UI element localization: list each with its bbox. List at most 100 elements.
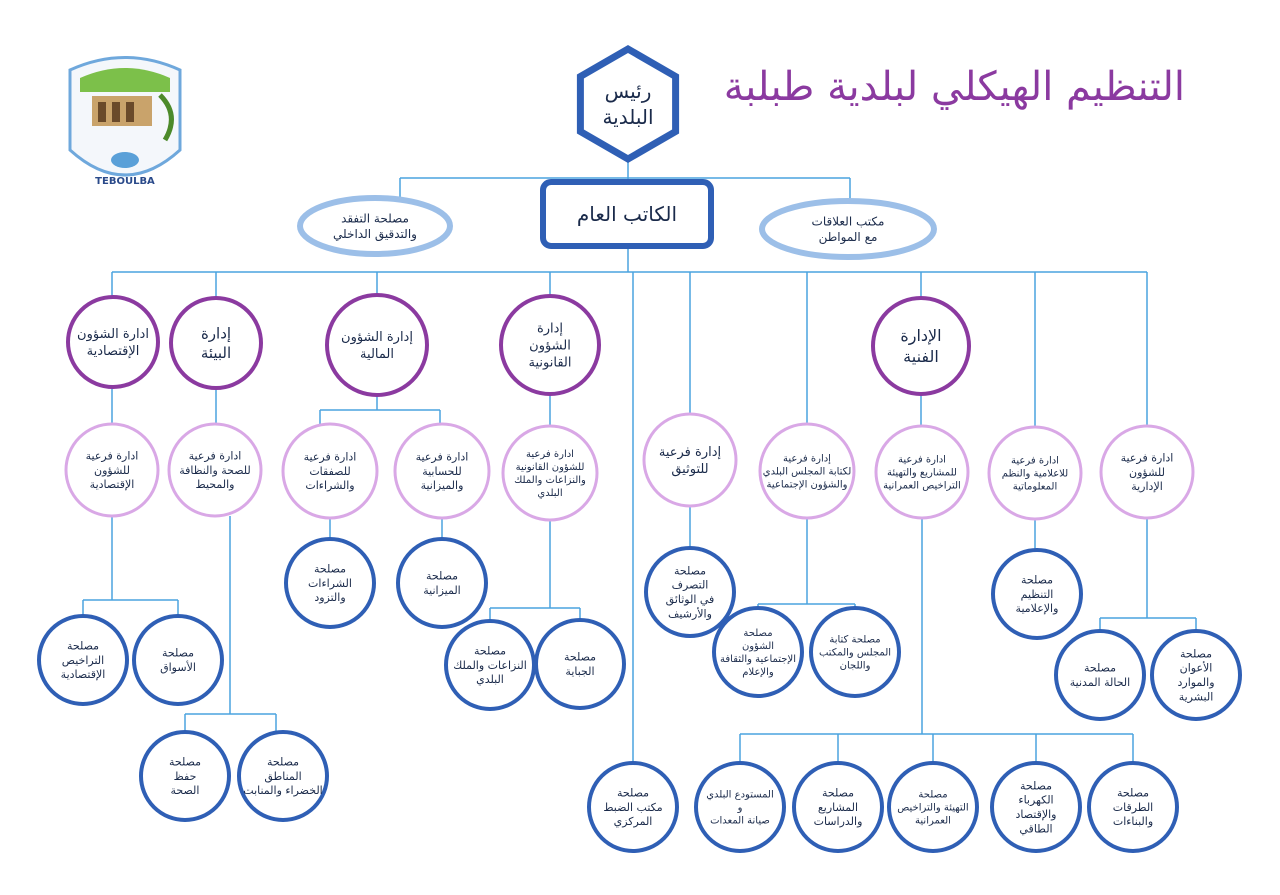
node-shape [642, 412, 738, 508]
node-shape [759, 198, 937, 260]
chart-title: التنظيم الهيكلي لبلدية طبلبة [724, 64, 1185, 110]
node-shape [325, 293, 429, 397]
node-label: الخضراء والمنابت [243, 784, 322, 797]
node-shape [284, 537, 376, 629]
node-label: ادارة فرعية [1011, 456, 1059, 467]
node-label: الطاقي [1019, 822, 1052, 835]
node-label: للمشاريع والتهيئة [887, 468, 957, 479]
node-label: البلدية [602, 105, 653, 129]
node-shape [64, 422, 160, 518]
node-label: الكهرباء [1018, 794, 1053, 807]
node-label: للصحة والنظافة [179, 464, 251, 477]
node-shape [758, 422, 856, 520]
node-shape [237, 730, 329, 822]
node-label: الصحة [171, 784, 200, 797]
node-shape [644, 546, 736, 638]
node-label: ادارة فرعية [898, 455, 946, 466]
node-label: مكتب العلاقات [812, 214, 885, 228]
node-label: الإقتصادية [61, 668, 106, 681]
node-label: مصلحة [314, 563, 346, 576]
node-label: للشؤون القانونية [516, 462, 585, 473]
node-label: المعلوماتية [1013, 482, 1057, 493]
node-label: مصلحة [918, 790, 947, 801]
node-label: التراخيص [62, 654, 104, 667]
node-label: والتدقيق الداخلي [333, 227, 417, 242]
node-label: والموارد [1177, 676, 1214, 689]
node-label: مصلحة [267, 756, 299, 769]
node-shape [139, 730, 231, 822]
node-label: العمرانية [915, 816, 951, 827]
node-label: ادارة فرعية [416, 451, 469, 464]
node-shape [534, 618, 626, 710]
node-label: والتزود [314, 591, 345, 604]
node-shape [66, 295, 160, 389]
node-shape [1054, 629, 1146, 721]
node-label: والإعلام [742, 667, 774, 678]
node-label: ادارة فرعية [1121, 452, 1174, 465]
node-label: والشؤون الإجتماعية [767, 480, 848, 491]
node-shape [1150, 629, 1242, 721]
node-shape [1087, 761, 1179, 853]
logo-name-en: TEBOULBA [95, 176, 155, 187]
node-label: إدارة [537, 322, 563, 337]
node-shape [37, 614, 129, 706]
node-label: المجلس والمكتب [819, 648, 891, 659]
node-label: الشراءات [308, 577, 352, 590]
node-shape [576, 44, 680, 164]
node-label: والأرشيف [668, 606, 712, 620]
node-label: مصلحة [1020, 779, 1052, 792]
node-label: مصلحة [169, 756, 201, 769]
node-label: الكاتب العام [577, 202, 677, 226]
node-label: المستودع البلدي [706, 790, 774, 801]
node-label: والشراءات [305, 479, 354, 492]
node-label: والبناءات [1113, 815, 1153, 828]
node-label: الإقتصادية [87, 344, 140, 359]
node-label: الحالة المدنية [1070, 676, 1130, 689]
node-label: المركزي [614, 815, 653, 828]
node-label: واللجان [840, 661, 871, 672]
node-shape [809, 606, 901, 698]
node-shape [1099, 424, 1195, 520]
node-label: الأعوان [1180, 661, 1213, 675]
node-shape [393, 422, 491, 520]
node-label: والميزانية [421, 479, 464, 492]
node-shape [874, 424, 970, 520]
node-label: الجباية [565, 665, 594, 678]
node-label: والإقتصاد [1015, 808, 1056, 821]
node-label: القانونية [529, 356, 572, 371]
node-label: النزاعات والملك [453, 659, 527, 672]
node-label: البشرية [1179, 690, 1214, 703]
node-label: البلدي [537, 488, 562, 499]
node-label: الإقتصادية [90, 478, 135, 491]
node-shape [499, 294, 601, 396]
node-label: الإدارة [900, 326, 941, 346]
node-label: مصلحة [1180, 647, 1212, 660]
node-label: الإجتماعية والثقافة [720, 654, 796, 665]
node-label: للشؤون [94, 464, 130, 477]
node-label: إدارة [201, 325, 231, 343]
node-label: المناطق [264, 770, 301, 784]
node-label: الطرقات [1113, 801, 1153, 814]
node-label: المالية [360, 347, 394, 362]
